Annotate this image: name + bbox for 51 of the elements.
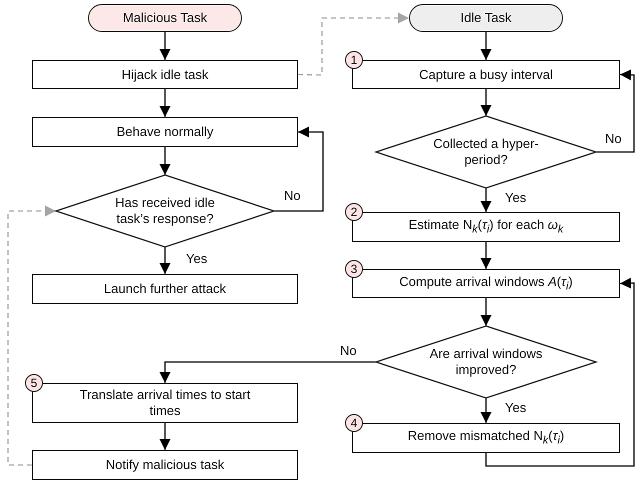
process-box <box>32 450 298 480</box>
node-text: Hijack idle task <box>122 66 208 82</box>
arrow <box>160 247 170 274</box>
process-box <box>32 60 298 89</box>
arrow <box>160 32 170 60</box>
arrow <box>480 89 492 116</box>
node-text: Notify malicious task <box>106 457 224 473</box>
edge-label: Yes <box>184 251 210 266</box>
arrow <box>480 32 492 60</box>
step-number: 2 <box>345 203 363 221</box>
node-text: Compute arrival windows A(τ$_{i}$) <box>399 274 573 294</box>
node-text: Estimate N$_{k}$(τ$_{i}$) for each ω$_{k}$ <box>408 217 564 237</box>
arrow <box>480 398 492 423</box>
arrow <box>274 126 324 212</box>
node-text: Remove mismatched N$_{k}$(τ$_{i}$) <box>408 428 564 448</box>
node-text: Behave normally <box>116 124 214 140</box>
edge-label: No <box>282 188 303 203</box>
dashed-arrow <box>298 12 409 76</box>
arrow <box>480 298 492 326</box>
decision-diamond <box>376 116 596 188</box>
arrow <box>160 89 170 117</box>
node-text: Translate arrival times to start times <box>78 387 252 419</box>
arrow <box>160 423 170 450</box>
node-text: Launch further attack <box>104 281 226 297</box>
decision-diamond <box>376 326 596 398</box>
terminal-pill <box>88 4 242 32</box>
step-number: 1 <box>345 51 363 69</box>
process-box <box>32 274 298 304</box>
edge-label: Yes <box>503 190 528 205</box>
edge-label: Yes <box>503 400 528 415</box>
edge-label: No <box>603 131 624 146</box>
edge-label: No <box>338 343 359 358</box>
arrow <box>160 361 376 383</box>
dashed-arrow <box>7 206 56 466</box>
step-number: 4 <box>345 414 363 432</box>
process-box <box>32 117 298 147</box>
arrow <box>480 242 492 269</box>
decision-diamond <box>56 175 274 247</box>
node-text: Has received idle task’s response? <box>114 195 216 227</box>
arrow <box>485 278 635 467</box>
node-text: Are arrival windows improved? <box>428 346 544 378</box>
terminal-pill <box>409 4 563 32</box>
arrow <box>480 188 492 212</box>
step-number: 3 <box>345 260 363 278</box>
node-text: Idle Task <box>460 10 512 26</box>
step-number: 5 <box>25 374 43 392</box>
node-text: Collected a hyper-period? <box>432 136 540 168</box>
arrow <box>160 147 170 175</box>
node-text: Malicious Task <box>122 10 208 26</box>
arrow <box>596 69 635 153</box>
node-text: Capture a busy interval <box>419 66 553 82</box>
